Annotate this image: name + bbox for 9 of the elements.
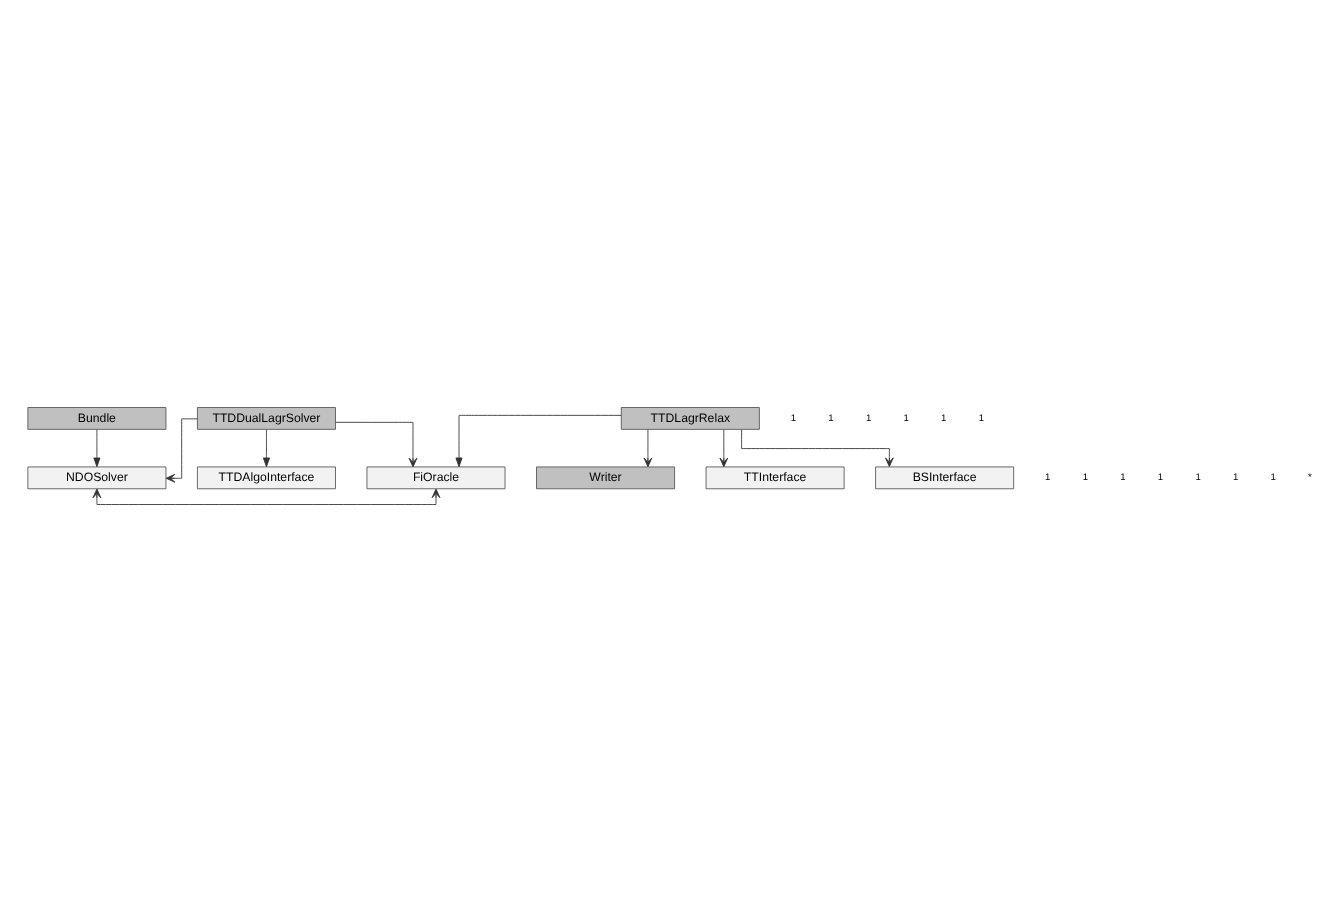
arrow — [455, 414, 622, 468]
arrow — [335, 421, 418, 468]
arrow — [741, 429, 894, 468]
arrow — [262, 429, 270, 468]
arrow — [165, 418, 198, 483]
arrow — [719, 429, 729, 468]
arrow — [643, 429, 653, 468]
arrow — [93, 429, 101, 468]
arrow — [92, 488, 441, 505]
